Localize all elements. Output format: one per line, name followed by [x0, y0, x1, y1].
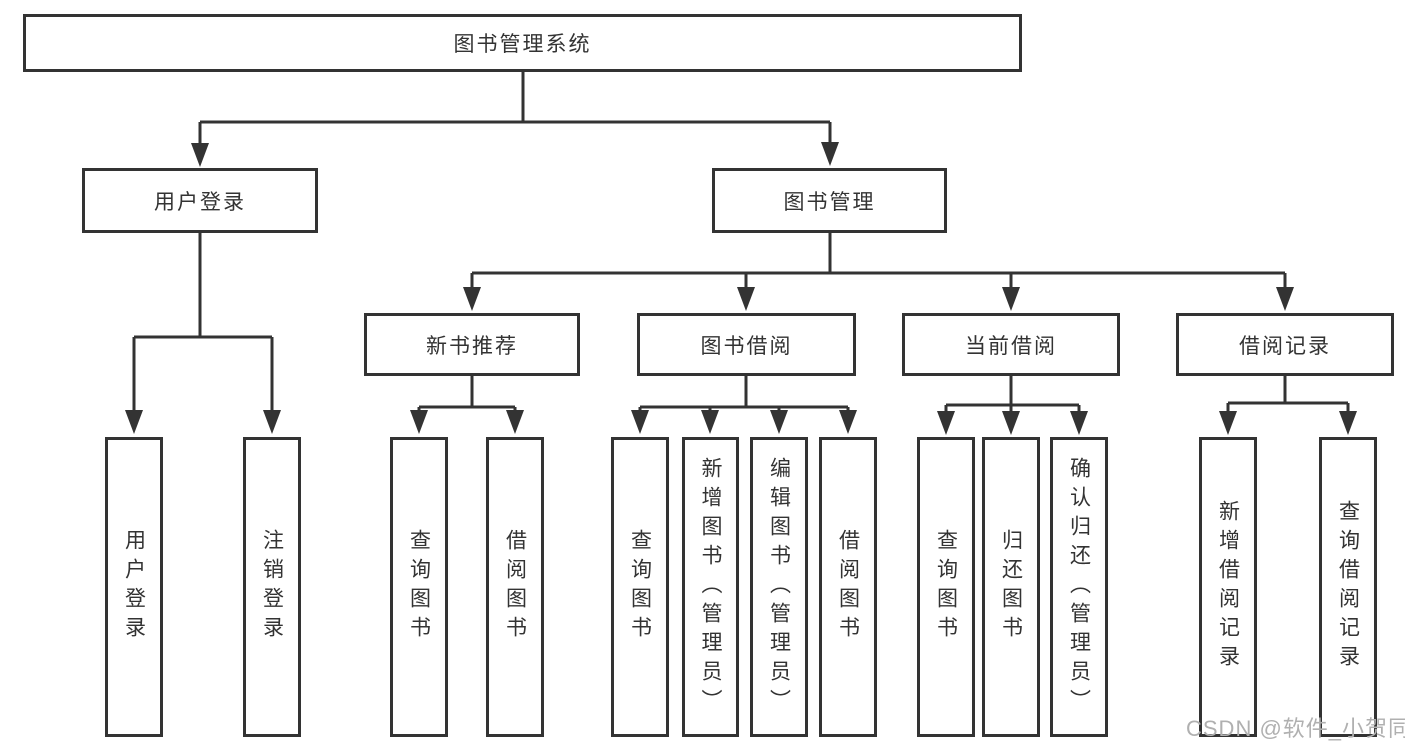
node-label: 用户登录	[154, 190, 246, 214]
leaf-borrow-books-1: 借阅图书	[486, 437, 544, 737]
node-label: 图书借阅	[700, 334, 793, 358]
leaf-label: 查询借阅记录	[1336, 500, 1360, 674]
leaf-logout: 注销登录	[243, 437, 301, 737]
node-book-borrowing: 图书借阅	[637, 313, 856, 376]
node-label: 借阅记录	[1239, 334, 1331, 358]
node-label: 当前借阅	[965, 334, 1057, 358]
leaf-label: 借阅图书	[836, 529, 860, 645]
leaf-return-books: 归还图书	[982, 437, 1040, 737]
node-user-login: 用户登录	[82, 168, 318, 233]
leaf-borrow-books-2: 借阅图书	[819, 437, 877, 737]
node-label: 新书推荐	[426, 334, 518, 358]
leaf-label: 查询图书	[407, 529, 431, 645]
node-borrowing-records: 借阅记录	[1176, 313, 1394, 376]
leaf-query-borrow-record: 查询借阅记录	[1319, 437, 1377, 737]
node-current-borrowing: 当前借阅	[902, 313, 1120, 376]
leaf-query-books-3: 查询图书	[917, 437, 975, 737]
leaf-query-books-2: 查询图书	[611, 437, 669, 737]
node-label: 图书管理	[783, 190, 876, 214]
leaf-label: 借阅图书	[503, 529, 527, 645]
leaf-label: 确认归还（管理员）	[1067, 456, 1091, 718]
leaf-label: 查询图书	[934, 529, 958, 645]
node-label: 图书管理系统	[453, 33, 592, 56]
leaf-label: 用户登录	[122, 529, 146, 645]
leaf-label: 注销登录	[260, 529, 284, 645]
leaf-label: 新增图书（管理员）	[699, 456, 722, 718]
leaf-label: 编辑图书（管理员）	[767, 456, 791, 718]
leaf-label: 新增借阅记录	[1216, 500, 1240, 674]
leaf-label: 归还图书	[999, 529, 1023, 645]
node-library-management-system: 图书管理系统	[23, 14, 1022, 72]
leaf-query-books-1: 查询图书	[390, 437, 448, 737]
leaf-edit-books-admin: 编辑图书（管理员）	[750, 437, 808, 737]
node-new-book-recommend: 新书推荐	[364, 313, 580, 376]
leaf-confirm-return-admin: 确认归还（管理员）	[1050, 437, 1108, 737]
leaf-add-borrow-record: 新增借阅记录	[1199, 437, 1257, 737]
watermark: CSDN @软件_小贺同学	[1186, 716, 1405, 741]
node-book-management: 图书管理	[712, 168, 947, 233]
leaf-add-books-admin: 新增图书（管理员）	[682, 437, 739, 737]
leaf-label: 查询图书	[628, 529, 652, 645]
leaf-user-login: 用户登录	[105, 437, 163, 737]
